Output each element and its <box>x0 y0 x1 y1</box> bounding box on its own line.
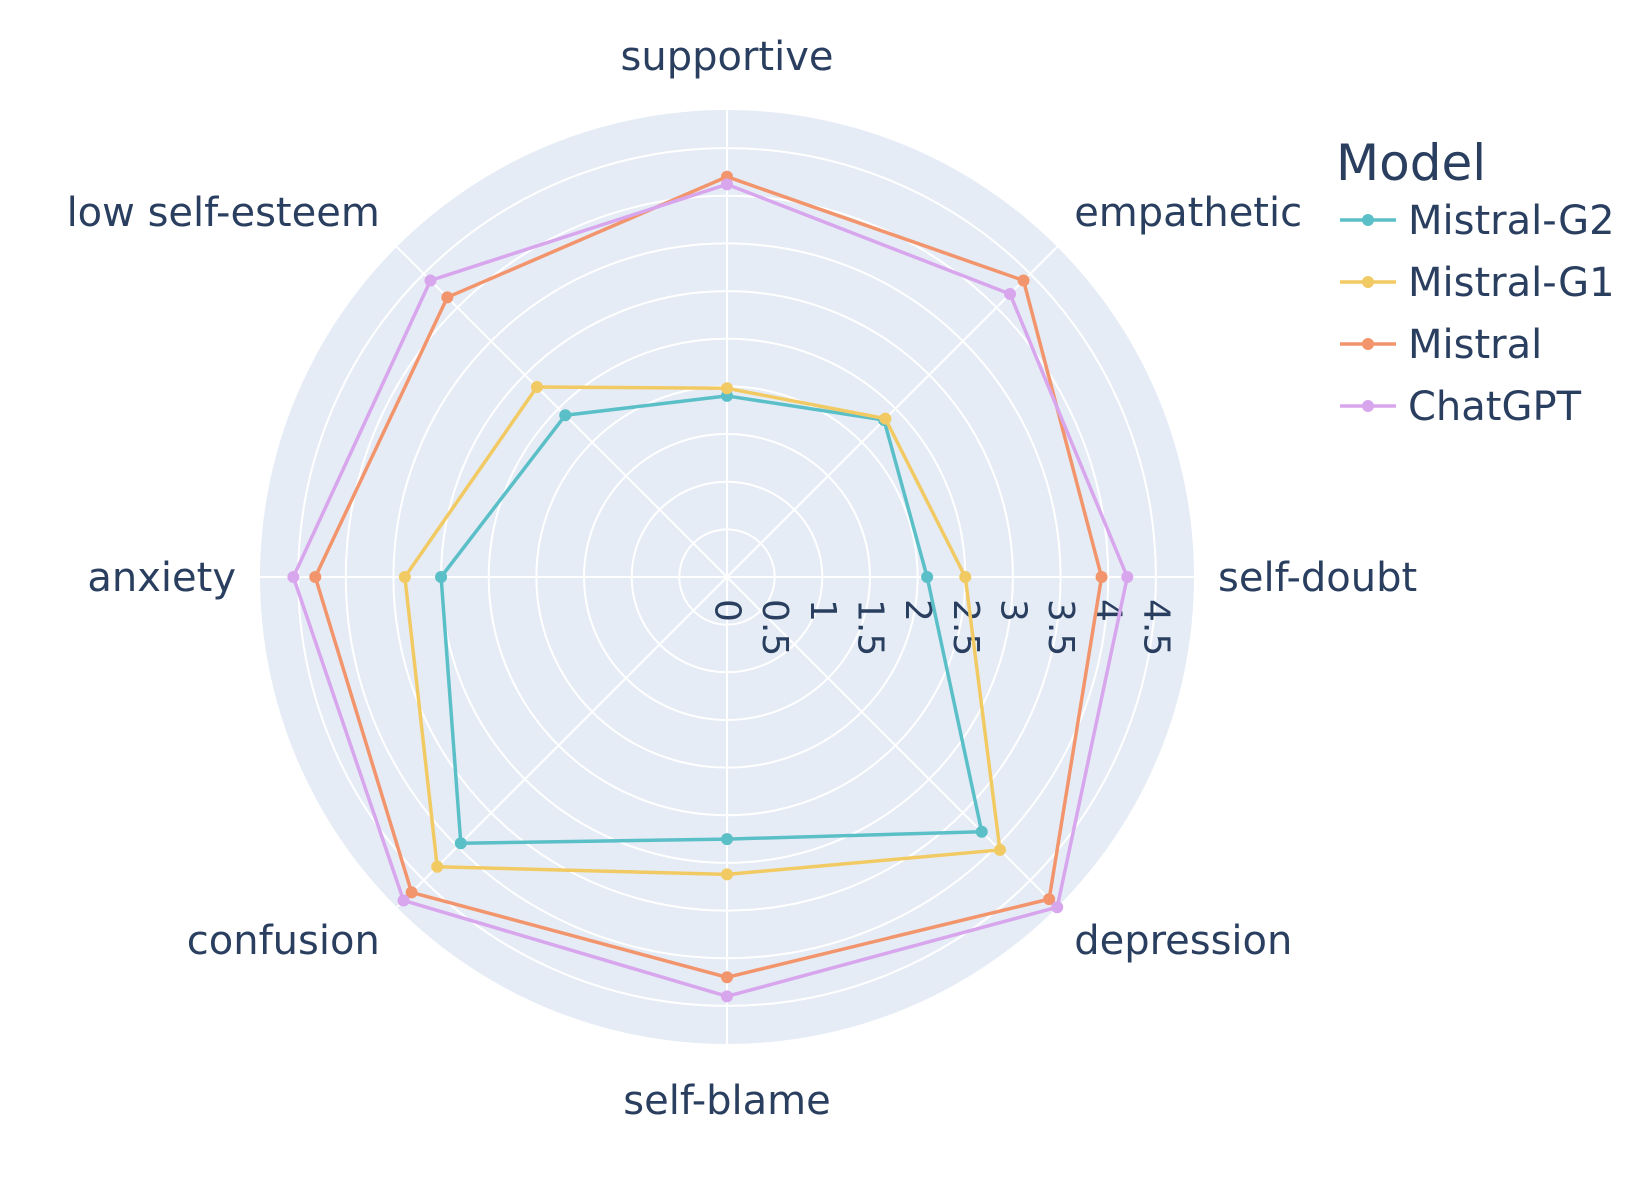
data-point[interactable] <box>435 571 448 583</box>
data-point[interactable] <box>993 843 1006 856</box>
data-point[interactable] <box>397 894 410 907</box>
data-point[interactable] <box>309 571 322 583</box>
axis-label-depression: depression <box>1074 918 1292 964</box>
radial-tick-label: 3 <box>992 599 1033 622</box>
legend-label: ChatGPT <box>1408 384 1582 430</box>
legend-title: Model <box>1336 134 1486 192</box>
radial-tick-label: 1 <box>802 599 843 622</box>
radial-tick-label: 1.5 <box>849 599 890 656</box>
radial-tick-label: 2 <box>897 599 938 622</box>
data-point[interactable] <box>431 860 444 873</box>
data-point[interactable] <box>721 833 733 846</box>
legend-label: Mistral <box>1408 322 1542 368</box>
radial-tick-label: 2.5 <box>945 599 986 656</box>
axis-label-self-blame: self-blame <box>623 1078 830 1124</box>
data-point[interactable] <box>287 571 300 583</box>
data-point[interactable] <box>1004 287 1017 300</box>
data-point[interactable] <box>959 571 972 583</box>
data-point[interactable] <box>721 971 733 984</box>
data-point[interactable] <box>721 868 733 881</box>
series-layer <box>287 170 1134 1003</box>
legend-swatch-marker <box>1362 276 1374 288</box>
legend-swatch-marker <box>1362 214 1374 226</box>
legend-item[interactable]: Mistral <box>1340 322 1542 368</box>
data-point[interactable] <box>1121 571 1134 583</box>
axis-label-anxiety: anxiety <box>87 555 236 601</box>
data-point[interactable] <box>721 990 733 1003</box>
axis-label-supportive: supportive <box>621 34 834 80</box>
data-point[interactable] <box>441 291 454 304</box>
data-point[interactable] <box>1017 274 1030 287</box>
radial-tick-label: 3.5 <box>1040 599 1081 656</box>
legend-label: Mistral-G1 <box>1408 260 1615 306</box>
radial-tick-label: 0 <box>707 599 748 622</box>
data-point[interactable] <box>879 412 892 425</box>
data-point[interactable] <box>1043 893 1056 906</box>
legend-swatch-marker <box>1362 338 1374 350</box>
data-point[interactable] <box>559 409 572 422</box>
data-point[interactable] <box>721 382 733 395</box>
spoke-line <box>726 246 1058 578</box>
data-point[interactable] <box>1095 571 1108 583</box>
angular-axis-labels: supportive empathetic self-doubt depression… <box>67 34 1418 1124</box>
data-point[interactable] <box>424 274 437 287</box>
axis-label-low-self-esteem: low self-esteem <box>67 190 380 236</box>
data-point[interactable] <box>454 837 467 850</box>
series-mistral[interactable] <box>309 170 1108 984</box>
data-point[interactable] <box>975 825 988 838</box>
axis-label-confusion: confusion <box>187 918 380 964</box>
axis-label-empathetic: empathetic <box>1074 190 1302 236</box>
legend-item[interactable]: Mistral-G1 <box>1340 260 1615 306</box>
legend-label: Mistral-G2 <box>1408 198 1615 244</box>
series-chatgpt[interactable] <box>287 178 1134 1003</box>
data-point[interactable] <box>398 571 411 583</box>
data-point[interactable] <box>530 380 543 393</box>
axis-label-self-doubt: self-doubt <box>1218 555 1417 601</box>
spoke-line <box>396 576 728 908</box>
radial-tick-label: 0.5 <box>754 599 795 656</box>
data-point[interactable] <box>721 178 733 191</box>
series-mistral-g1[interactable] <box>398 380 1006 881</box>
legend-swatch-marker <box>1362 400 1374 412</box>
legend-item[interactable]: Mistral-G2 <box>1340 198 1615 244</box>
data-point[interactable] <box>1051 901 1064 914</box>
data-point[interactable] <box>405 886 418 899</box>
radial-tick-label: 4.5 <box>1135 599 1176 656</box>
legend-item[interactable]: ChatGPT <box>1340 384 1582 430</box>
data-point[interactable] <box>921 571 934 583</box>
